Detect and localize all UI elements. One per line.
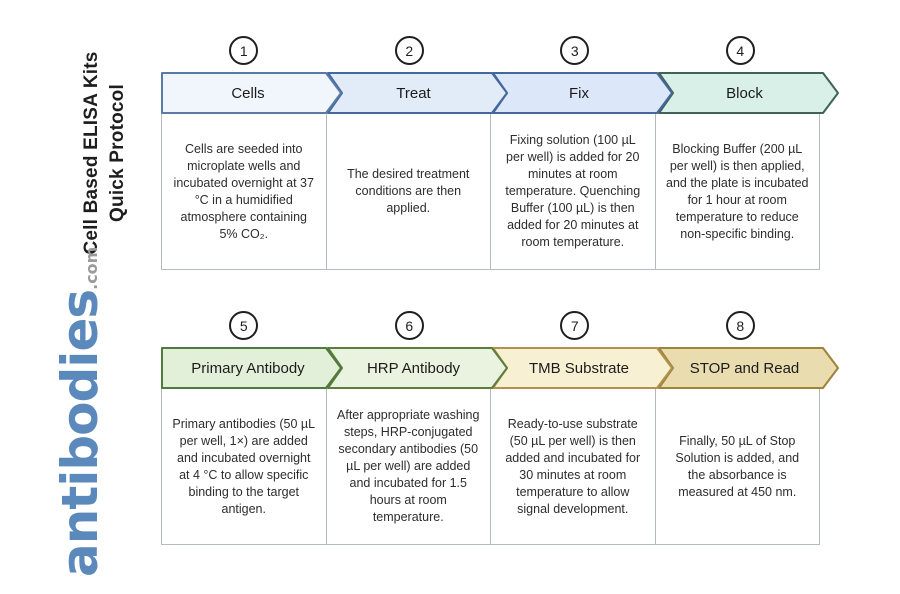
step-label-fix: Fix <box>569 84 589 102</box>
page-title: Cell Based ELISA Kits Quick Protocol <box>79 28 131 278</box>
description-row-2: Primary antibodies (50 µL per well, 1×) … <box>161 388 820 545</box>
step-number-badge-8: 8 <box>725 311 755 340</box>
step-number-badge-4: 4 <box>725 36 755 65</box>
protocol-flow: 1 2 3 4 Cells Treat Fix <box>161 0 861 594</box>
description-row-1: Cells are seeded into microplate wells a… <box>161 113 820 270</box>
step-description-primary-antibody: Primary antibodies (50 µL per well, 1×) … <box>161 388 327 545</box>
page-title-line2: Quick Protocol <box>107 84 128 222</box>
step-label-stop-and-read: STOP and Read <box>689 359 800 377</box>
step-number-row-1: 1 2 3 4 <box>161 36 823 65</box>
step-number-row-2: 5 6 7 8 <box>161 311 823 340</box>
step-number-badge-7: 7 <box>560 311 590 340</box>
step-description-fix: Fixing solution (100 µL per well) is add… <box>490 113 656 270</box>
step-label-primary-antibody: Primary Antibody <box>191 359 305 377</box>
step-number-badge-6: 6 <box>394 311 424 340</box>
logo-domain-suffix: .com <box>82 246 101 290</box>
step-description-cells: Cells are seeded into microplate wells a… <box>161 113 327 270</box>
step-label-block: Block <box>726 84 763 102</box>
step-label-treat: Treat <box>396 84 431 102</box>
page-title-line1: Cell Based ELISA Kits <box>81 51 102 255</box>
step-arrow-stop-and-read: STOP and Read <box>657 347 839 389</box>
step-number-badge-2: 2 <box>394 36 424 65</box>
step-arrow-hrp-antibody: HRP Antibody <box>326 347 508 389</box>
logo-wordmark: antibodies <box>51 289 109 577</box>
step-description-tmb-substrate: Ready-to-use substrate (50 µL per well) … <box>490 388 656 545</box>
step-description-treat: The desired treatment conditions are the… <box>325 113 491 270</box>
step-arrow-fix: Fix <box>492 72 673 114</box>
antibodies-logo: antibodies.com <box>51 247 129 577</box>
step-label-tmb-substrate: TMB Substrate <box>528 359 630 377</box>
step-arrow-cells: Cells <box>161 72 342 114</box>
step-number-badge-1: 1 <box>229 36 259 65</box>
step-description-hrp-antibody: After appropriate washing steps, HRP-con… <box>325 388 491 545</box>
step-label-cells: Cells <box>231 84 265 102</box>
step-description-block: Blocking Buffer (200 µL per well) is the… <box>654 113 820 270</box>
step-arrow-primary-antibody: Primary Antibody <box>161 347 342 389</box>
arrow-band-row-2: Primary Antibody HRP Antibody TMB Substr… <box>161 347 861 389</box>
step-number-badge-3: 3 <box>560 36 590 65</box>
step-description-stop-and-read: Finally, 50 µL of Stop Solution is added… <box>654 388 820 545</box>
step-label-hrp-antibody: HRP Antibody <box>366 359 461 377</box>
step-arrow-tmb-substrate: TMB Substrate <box>492 347 673 389</box>
step-arrow-block: Block <box>657 72 839 114</box>
arrow-shape-icon <box>161 72 342 114</box>
arrow-shape-icon <box>161 347 342 389</box>
step-arrow-treat: Treat <box>326 72 508 114</box>
step-number-badge-5: 5 <box>229 311 259 340</box>
arrow-band-row-1: Cells Treat Fix Block <box>161 72 861 114</box>
